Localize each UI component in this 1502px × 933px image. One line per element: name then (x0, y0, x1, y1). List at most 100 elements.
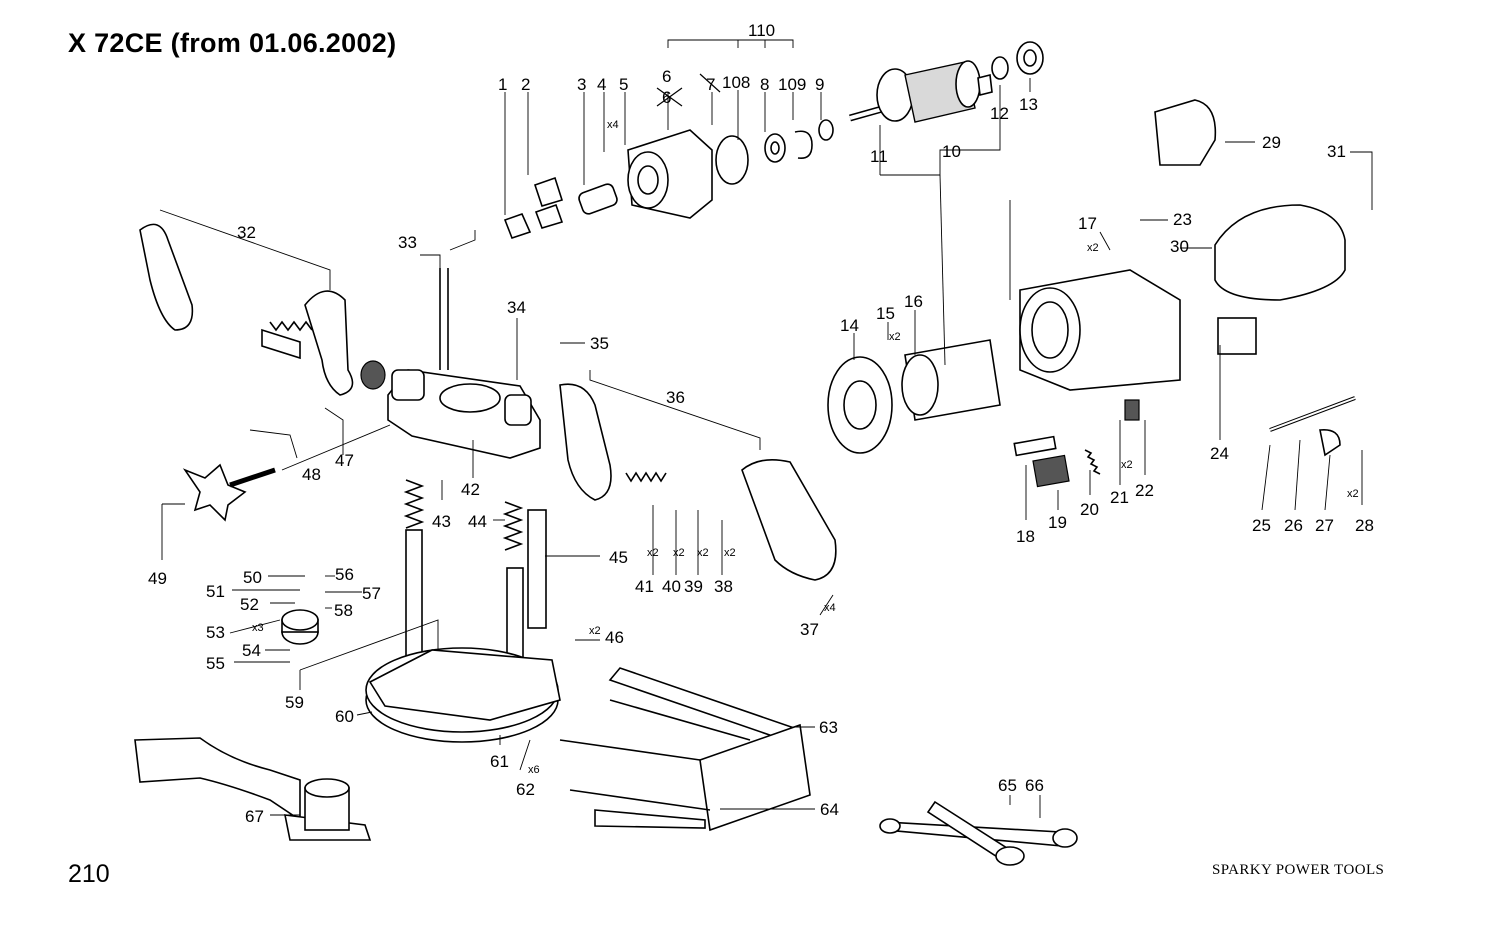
callout-28: 28 (1355, 516, 1374, 535)
callout-33: 33 (398, 233, 417, 252)
page-number: 210 (68, 860, 110, 888)
right-handle-shape (741, 459, 837, 581)
parallel-guide-shape (559, 667, 811, 832)
callout-1: 1 (498, 75, 507, 94)
callout-30: 30 (1170, 237, 1189, 256)
carbon-brush-shape (1032, 454, 1070, 488)
qty-62: x6 (528, 764, 540, 776)
callout-49: 49 (148, 569, 167, 588)
callout-48: 48 (302, 465, 321, 484)
callout-55: 55 (206, 654, 225, 673)
callout-6-crossed: 6 (662, 88, 671, 107)
callout-59: 59 (285, 693, 304, 712)
callout-24: 24 (1210, 444, 1229, 463)
callout-15: 15 (876, 304, 895, 323)
callout-65: 65 (998, 776, 1017, 795)
callout-66: 66 (1025, 776, 1044, 795)
callout-62: 62 (516, 780, 535, 799)
callout-26: 26 (1284, 516, 1303, 535)
stator-shape (901, 339, 1001, 421)
nut-1-shape (503, 212, 532, 239)
callout-22: 22 (1135, 481, 1154, 500)
callout-27: 27 (1315, 516, 1334, 535)
callout-32: 32 (237, 223, 256, 242)
bearing-12-shape (991, 56, 1009, 80)
callout-13: 13 (1019, 95, 1038, 114)
callout-38: 38 (714, 577, 733, 596)
callout-44: 44 (468, 512, 487, 531)
callout-12: 12 (990, 104, 1009, 123)
qty-46: x2 (589, 625, 601, 637)
callout-53: 53 (206, 623, 225, 642)
callout-40: 40 (662, 577, 681, 596)
circlip-shape (794, 130, 813, 160)
part-shapes (134, 41, 1356, 866)
callout-51: 51 (206, 582, 225, 601)
base-plate-shape (365, 647, 561, 743)
o-ring-shape (715, 135, 749, 185)
electronic-module-shape (1154, 99, 1217, 166)
callout-109: 109 (778, 75, 806, 94)
motor-housing-shape (1019, 269, 1181, 391)
callout-11: 11 (870, 147, 888, 166)
callout-4: 4 (597, 75, 606, 94)
qty-17: x2 (1087, 242, 1099, 254)
depth-scale-shape (527, 509, 547, 629)
leader-lines (159, 39, 1373, 818)
page-title: X 72CE (from 01.06.2002) (68, 28, 397, 58)
callout-61: 61 (490, 752, 509, 771)
callout-60: 60 (335, 707, 354, 726)
bearing-housing-shape (627, 129, 713, 219)
callout-58: 58 (334, 601, 353, 620)
rear-cap-shape (1214, 204, 1346, 301)
callout-23: 23 (1173, 210, 1192, 229)
washer-9-shape (818, 119, 834, 141)
callout-50: 50 (243, 568, 262, 587)
quantity-markers: x4 x2 x2 x2 x2 x4 x2 x2 x2 x2 x2 x3 x6 (252, 119, 1359, 776)
callout-17: 17 (1078, 214, 1097, 233)
qty-53: x3 (252, 622, 264, 634)
qty-21: x2 (1121, 459, 1133, 471)
brush-holder-shape (1013, 435, 1057, 457)
callout-7: 7 (706, 75, 715, 94)
callout-34: 34 (507, 298, 526, 317)
qty-28: x2 (1347, 488, 1359, 500)
callout-42: 42 (461, 480, 480, 499)
callout-labels: 110 1 2 3 4 5 6 6 7 108 8 109 9 10 11 12… (148, 21, 1374, 826)
collet-shape (533, 176, 564, 207)
callout-2: 2 (521, 75, 530, 94)
callout-6: 6 (662, 67, 671, 86)
callout-37: 37 (800, 620, 819, 639)
switch-shape (1217, 317, 1257, 355)
star-knob-shape (182, 463, 247, 522)
callout-110: 110 (748, 21, 775, 40)
left-handle-shape (304, 290, 354, 396)
callout-45: 45 (609, 548, 628, 567)
qty-15: x2 (889, 331, 901, 343)
callout-14: 14 (840, 316, 859, 335)
router-base-body-shape (387, 268, 541, 459)
qty-39: x2 (697, 547, 709, 559)
callout-67: 67 (245, 807, 264, 826)
qty-38: x2 (724, 547, 736, 559)
superseded-marks (656, 73, 721, 107)
callout-25: 25 (1252, 516, 1271, 535)
callout-54: 54 (242, 641, 261, 660)
callout-5: 5 (619, 75, 628, 94)
callout-41: 41 (635, 577, 654, 596)
callout-52: 52 (240, 595, 259, 614)
callout-9: 9 (815, 75, 824, 94)
callout-20: 20 (1080, 500, 1099, 519)
callout-10: 10 (942, 142, 961, 161)
callout-43: 43 (432, 512, 451, 531)
callout-46: 46 (605, 628, 624, 647)
callout-29: 29 (1262, 133, 1281, 152)
callout-3: 3 (577, 75, 586, 94)
spindle-shape (578, 183, 618, 215)
callout-57: 57 (362, 584, 381, 603)
brand-footer: SPARKY POWER TOOLS (1212, 862, 1385, 878)
qty-4: x4 (607, 119, 619, 131)
callout-56: 56 (335, 565, 354, 584)
wrenches-shape (879, 800, 1078, 866)
